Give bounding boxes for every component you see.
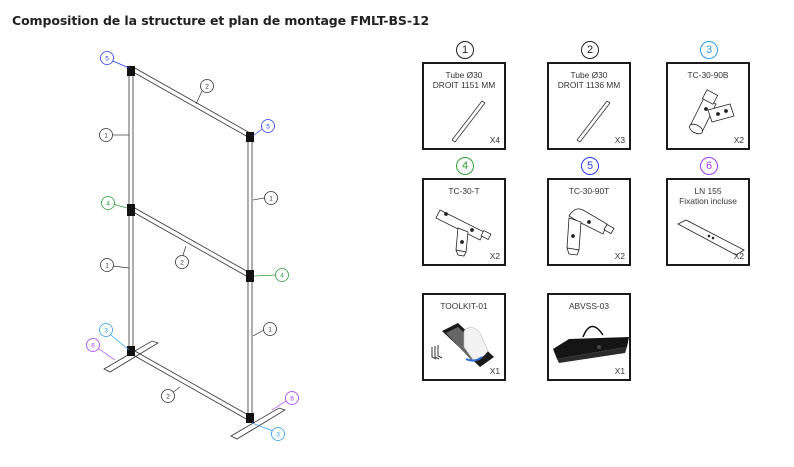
callout-3-right: 3	[271, 427, 285, 441]
svg-text:1: 1	[269, 196, 273, 203]
right-foot	[230, 407, 286, 440]
joint-bottom-right	[246, 413, 254, 423]
connector-t-icon	[435, 209, 492, 257]
bottom-crossbar	[132, 349, 251, 421]
tube-icon	[451, 100, 486, 143]
part-number-badge: 6	[700, 157, 718, 175]
joint-bottom-left	[127, 346, 135, 356]
tube-icon	[576, 100, 611, 143]
part-quantity: X1	[489, 366, 500, 376]
svg-text:1: 1	[104, 133, 108, 140]
svg-text:6: 6	[91, 343, 95, 350]
callout-5-top-right: 5	[261, 119, 275, 133]
middle-crossbar	[132, 206, 251, 278]
part-quantity: X2	[614, 251, 625, 261]
svg-text:2: 2	[205, 84, 209, 91]
joints	[127, 66, 254, 423]
callout-4-left: 4	[101, 196, 115, 210]
part-name: TC-30-T	[448, 186, 480, 196]
svg-text:2: 2	[180, 260, 184, 267]
joint-top-right	[246, 132, 254, 142]
callout-3-left: 3	[99, 323, 113, 337]
part-card-4: TC-30-T X2	[422, 178, 506, 266]
part-number-badge: 4	[456, 157, 474, 175]
part-quantity: X2	[489, 251, 500, 261]
part-number-badge: 2	[581, 41, 599, 59]
callout-6-right: 6	[285, 391, 299, 405]
connector-90b-icon	[689, 89, 735, 135]
part-number-badge: 1	[456, 41, 474, 59]
svg-text:3: 3	[104, 328, 108, 335]
part-name: TC-30-90T	[568, 186, 610, 196]
joint-mid-right	[246, 270, 254, 282]
svg-text:1: 1	[268, 327, 272, 334]
callout-2-bottom: 2	[161, 389, 175, 403]
callout-1-lower-right: 1	[263, 322, 277, 336]
diagram-callouts: 5 2 5 1 1 4 2 1 4 1 3 6 2 6 3	[86, 51, 299, 441]
part-name: TOOLKIT-01	[440, 301, 488, 311]
frame-structure	[103, 66, 286, 440]
callout-2-top: 2	[200, 79, 214, 93]
part-quantity: X3	[614, 135, 625, 145]
callout-4-right: 4	[275, 268, 289, 282]
part-quantity: X2	[733, 135, 744, 145]
page-title: Composition de la structure et plan de m…	[12, 13, 430, 28]
svg-text:2: 2	[166, 394, 170, 401]
svg-text:6: 6	[290, 396, 294, 403]
svg-text:1: 1	[105, 263, 109, 270]
joint-top-left	[127, 66, 135, 76]
left-foot	[103, 340, 159, 373]
part-card-bag: ABVSS-03 X1	[547, 293, 631, 381]
foot-plate-icon	[677, 219, 745, 256]
callout-1-lower-left: 1	[100, 258, 114, 272]
callout-5-top-left: 5	[100, 51, 114, 65]
callout-1-upper-left: 1	[99, 128, 113, 142]
part-quantity: X2	[733, 251, 744, 261]
part-card-3: TC-30-90B X2	[666, 62, 750, 150]
part-quantity: X4	[489, 135, 500, 145]
connector-90t-icon	[566, 208, 615, 256]
svg-text:3: 3	[276, 432, 280, 439]
svg-text:5: 5	[105, 56, 109, 63]
part-name: TC-30-90B	[687, 70, 729, 80]
carry-bag-icon	[553, 325, 629, 363]
callout-1-upper-right: 1	[264, 191, 278, 205]
part-card-toolkit: TOOLKIT-01 X1	[422, 293, 506, 381]
joint-mid-left	[127, 204, 135, 216]
callout-6-left: 6	[86, 338, 100, 352]
svg-text:4: 4	[106, 201, 110, 208]
svg-text:4: 4	[280, 273, 284, 280]
top-crossbar	[132, 66, 251, 138]
toolkit-icon	[431, 323, 494, 367]
part-number-badge: 5	[581, 157, 599, 175]
callout-2-middle: 2	[175, 255, 189, 269]
part-quantity: X1	[614, 366, 625, 376]
part-card-5: TC-30-90T X2	[547, 178, 631, 266]
part-number-badge: 3	[700, 41, 718, 59]
svg-text:5: 5	[266, 124, 270, 131]
part-name: ABVSS-03	[568, 301, 610, 311]
